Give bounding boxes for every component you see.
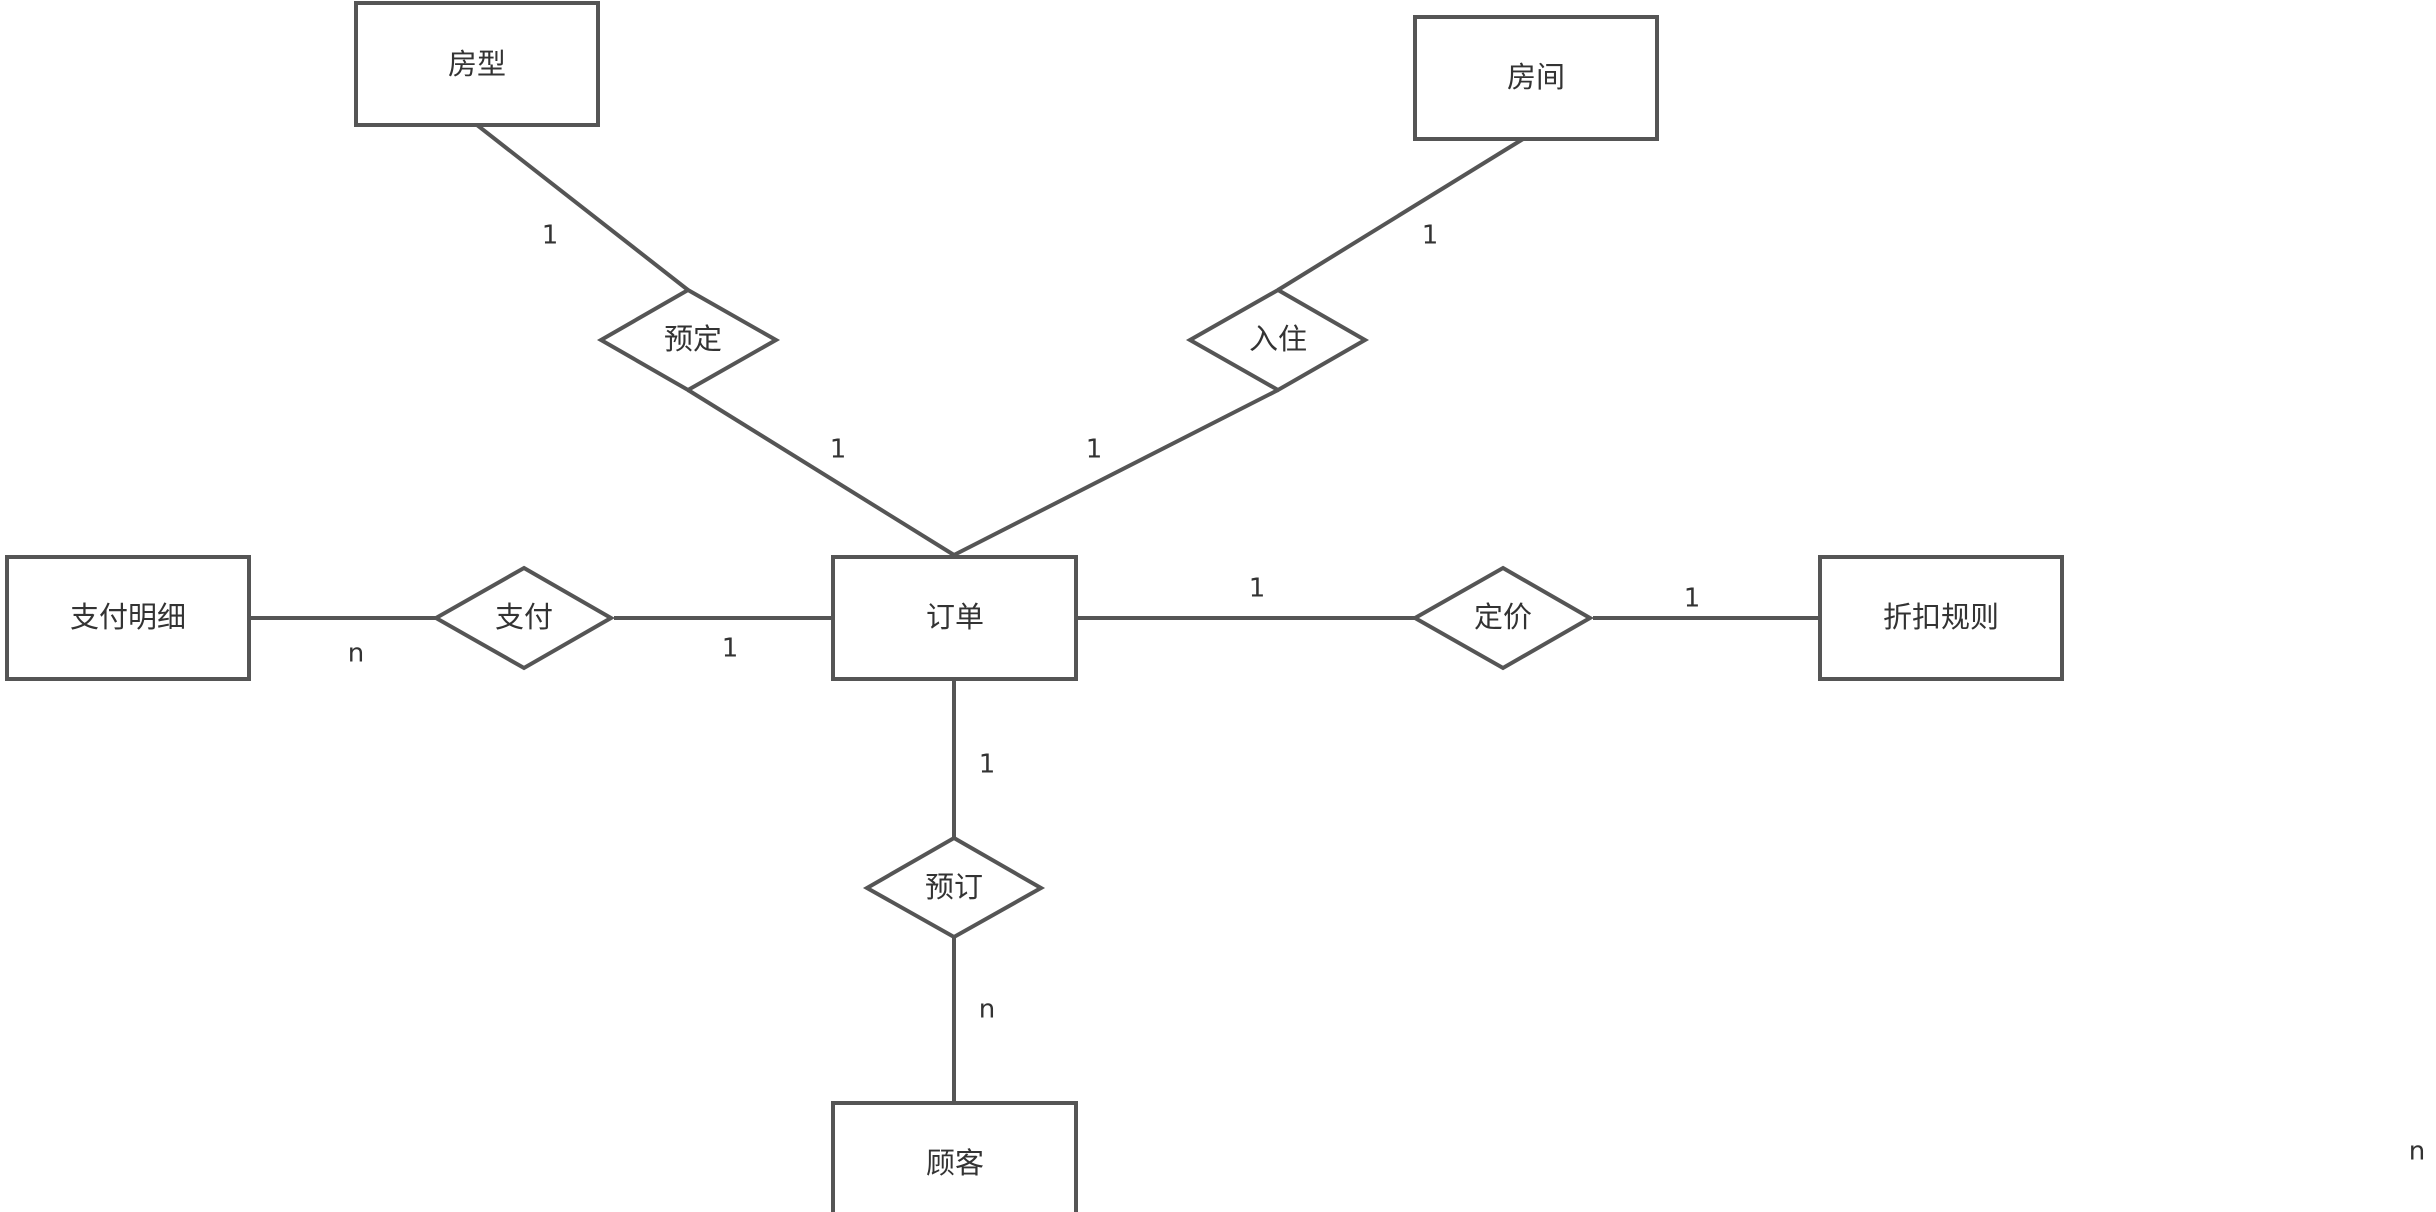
- cardinality-order-book: 1: [979, 750, 996, 780]
- relationship-check-in-label: 入住: [1249, 322, 1307, 356]
- line-room-type-reserve: [475, 123, 690, 292]
- cardinality-stray: n: [2409, 1137, 2425, 1167]
- relationship-check-in-diamond: [1185, 287, 1370, 393]
- cardinality-room-check-in: 1: [1422, 221, 1439, 251]
- entity-customer-label: 顾客: [926, 1146, 984, 1180]
- entity-room-type-label: 房型: [448, 47, 506, 81]
- relationship-check-in: 入住: [1185, 287, 1370, 393]
- entity-order: 订单: [831, 555, 1078, 681]
- cardinalities: 1 1 1 1 n 1 1 1 1 n n: [348, 221, 2425, 1167]
- line-reserve-order: [686, 388, 956, 557]
- entity-customer: 顾客: [831, 1101, 1078, 1212]
- line-room-check-in: [1276, 137, 1525, 292]
- cardinality-pay-order: 1: [722, 634, 739, 664]
- relationship-pricing-diamond: [1410, 565, 1595, 671]
- entity-room: 房间: [1413, 15, 1659, 141]
- entity-discount-rule: 折扣规则: [1818, 555, 2064, 681]
- relationship-pay: 支付: [431, 565, 616, 671]
- line-check-in-order: [953, 388, 1279, 557]
- relationship-reserve-diamond: [596, 287, 781, 393]
- entity-room-box: [1413, 15, 1659, 141]
- entity-room-label: 房间: [1507, 60, 1565, 94]
- connectors: [249, 123, 1820, 1103]
- relationship-book: 预订: [862, 835, 1046, 940]
- cardinality-payment-detail-pay: n: [348, 639, 364, 669]
- cardinality-reserve-order: 1: [830, 435, 847, 465]
- cardinality-check-in-order: 1: [1086, 435, 1103, 465]
- entity-payment-detail: 支付明细: [5, 555, 251, 681]
- entity-payment-detail-label: 支付明细: [70, 600, 186, 634]
- relationship-reserve-label: 预定: [664, 322, 722, 356]
- relationship-pricing: 定价: [1410, 565, 1595, 671]
- entity-discount-rule-label: 折扣规则: [1883, 600, 1999, 634]
- cardinality-book-customer: n: [979, 995, 995, 1025]
- entity-discount-rule-box: [1818, 555, 2064, 681]
- entity-payment-detail-box: [5, 555, 251, 681]
- cardinality-order-pricing: 1: [1249, 574, 1266, 604]
- entity-customer-box: [831, 1101, 1078, 1212]
- cardinality-pricing-discount-rule: 1: [1684, 584, 1701, 614]
- entity-order-box: [831, 555, 1078, 681]
- relationship-book-diamond: [862, 835, 1046, 940]
- entity-room-type: 房型: [354, 1, 600, 127]
- cardinality-room-type-reserve: 1: [542, 221, 559, 251]
- entity-room-type-box: [354, 1, 600, 127]
- relationship-reserve: 预定: [596, 287, 781, 393]
- entity-order-label: 订单: [926, 600, 984, 634]
- relationship-pay-label: 支付: [495, 600, 553, 634]
- relationship-pay-diamond: [431, 565, 616, 671]
- relationship-pricing-label: 定价: [1474, 600, 1532, 634]
- relationship-book-label: 预订: [925, 870, 983, 904]
